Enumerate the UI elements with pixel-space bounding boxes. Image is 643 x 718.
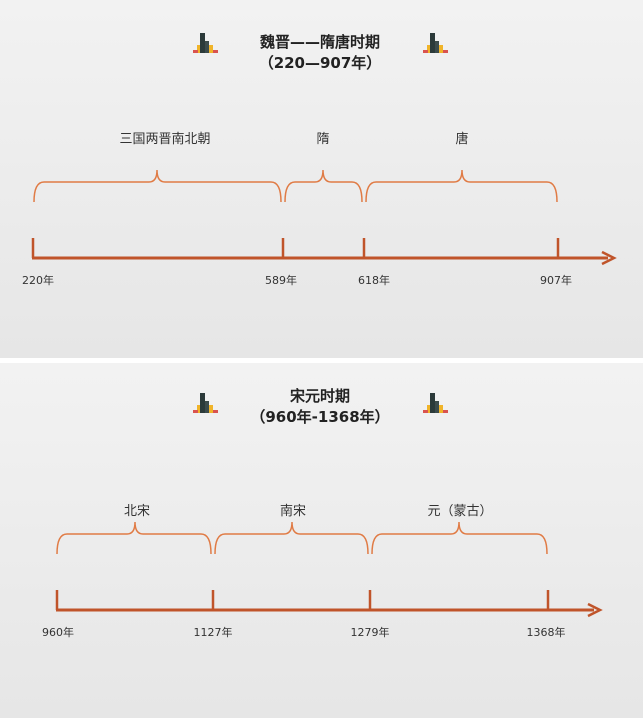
building-icon (443, 410, 448, 413)
building-icon (423, 410, 428, 413)
year-label: 618年 (358, 273, 390, 287)
period-brace (371, 521, 548, 555)
arrow-head-icon (601, 250, 617, 266)
building-icon (439, 45, 443, 53)
building-icon (209, 45, 213, 53)
building-icon (430, 33, 435, 53)
panel1-title: 魏晋——隋唐时期 (259, 33, 380, 51)
building-icon (423, 50, 428, 53)
period-brace (284, 169, 363, 203)
period-brace (56, 521, 212, 555)
panel2-title: 宋元时期 (289, 387, 350, 405)
building-icon (213, 50, 218, 53)
timeline-panel-song-yuan (0, 363, 643, 718)
period-label: 三国两晋南北朝 (119, 131, 210, 147)
year-label: 1368年 (527, 625, 566, 639)
panel2-subtitle: （960年-1368年） (250, 408, 389, 426)
period-label: 南宋 (280, 503, 306, 519)
period-brace (365, 169, 558, 203)
building-icon (209, 405, 213, 413)
building-icon (443, 50, 448, 53)
building-icon (197, 405, 200, 413)
building-icon (427, 405, 430, 413)
building-icon (213, 410, 218, 413)
year-label: 220年 (22, 273, 54, 287)
period-label: 元（蒙古） (427, 504, 492, 519)
building-icon (430, 393, 435, 413)
period-label: 隋 (316, 132, 329, 147)
panel1-subtitle: （220—907年） (259, 54, 382, 72)
year-label: 1279年 (351, 625, 390, 639)
year-label: 960年 (42, 625, 74, 639)
year-label: 1127年 (194, 625, 233, 639)
building-icon (435, 41, 439, 53)
building-icon (200, 33, 205, 53)
building-icon (435, 401, 439, 413)
building-icon (193, 410, 198, 413)
year-label: 907年 (540, 273, 572, 287)
period-brace (33, 169, 282, 203)
building-icon (193, 50, 198, 53)
year-label: 589年 (265, 273, 297, 287)
building-icon (427, 45, 430, 53)
period-brace (214, 521, 369, 555)
period-label: 北宋 (124, 504, 150, 519)
building-icon (205, 41, 209, 53)
period-label: 唐 (455, 131, 468, 147)
building-icon (439, 405, 443, 413)
building-icon (197, 45, 200, 53)
building-icon (205, 401, 209, 413)
building-icon (200, 393, 205, 413)
arrow-head-icon (587, 602, 603, 618)
